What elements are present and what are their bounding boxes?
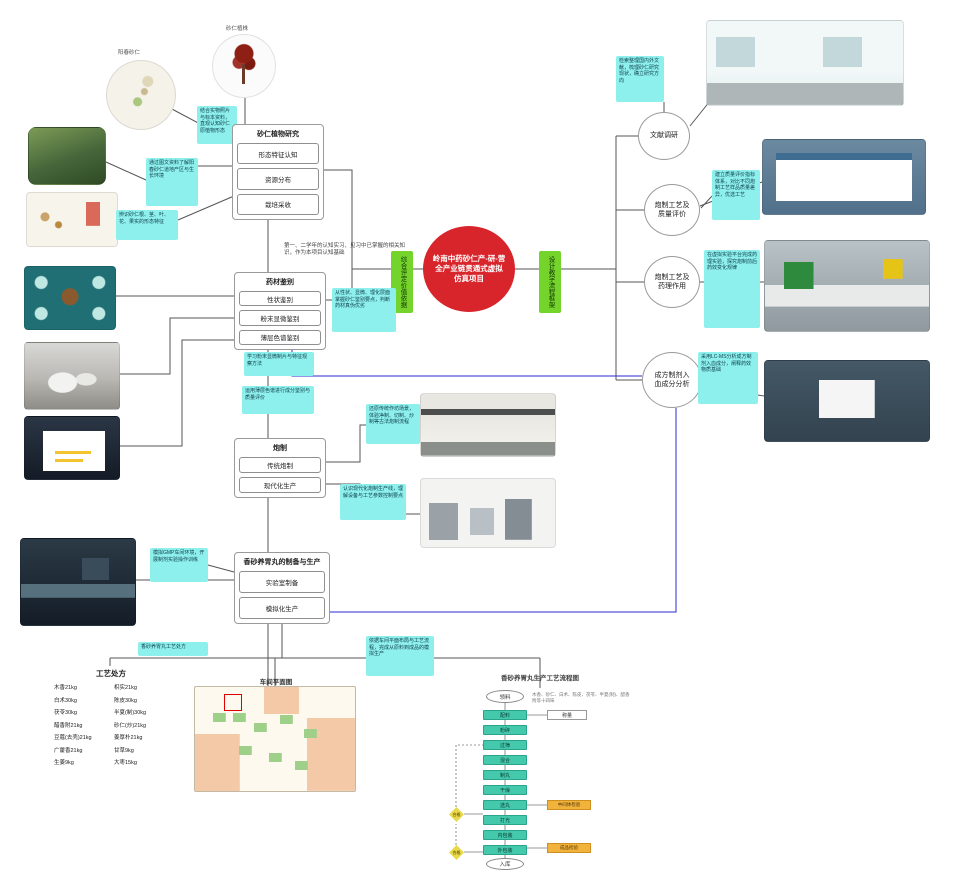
node-modern-production[interactable]: 现代化生产 bbox=[239, 477, 321, 493]
node-plant-morphology[interactable]: 形态特征认知 bbox=[237, 143, 319, 165]
note-plant-overview[interactable]: 结合实物照片与标本资料，直观认知砂仁原植物形态 bbox=[197, 106, 237, 144]
flow-step-hunhe: 混合 bbox=[483, 755, 527, 765]
photo-lab-operation[interactable] bbox=[24, 342, 120, 410]
flow-side-final-check: 成品检验 bbox=[547, 843, 591, 853]
flow-start: 领料 bbox=[486, 690, 524, 703]
node-macroscopic-id[interactable]: 性状鉴别 bbox=[239, 291, 321, 307]
formula-title: 工艺处方 bbox=[96, 669, 126, 678]
formula-cell: 木香21kg bbox=[54, 685, 77, 691]
formula-cell: 生姜9kg bbox=[54, 760, 74, 766]
flow-step-peiliao: 配料 bbox=[483, 710, 527, 720]
photo-analysis-screen[interactable] bbox=[764, 360, 930, 442]
plant-photo-label-a: 阳春砂仁 bbox=[118, 50, 141, 56]
formula-cell: 砂仁(炒)21kg bbox=[114, 722, 147, 729]
note-gmp-training[interactable]: 模拟GMP车间环境，开展制剂实验操作训练 bbox=[150, 548, 208, 582]
section-processing-title: 炮制 bbox=[273, 445, 287, 452]
flow-decision-1: 合格 bbox=[449, 807, 464, 822]
formula-cell: 广藿香21kg bbox=[54, 747, 83, 754]
note-microscopy[interactable]: 学习粉末显微制片与特征观察方法 bbox=[244, 352, 314, 376]
node-blood-component-analysis[interactable]: 成方制剂入 血成分分析 bbox=[642, 352, 702, 408]
floorplan-image[interactable] bbox=[194, 686, 356, 792]
note-workshop-simulation[interactable]: 依据车间平面布局与工艺流程，完成从原料到成品的模拟生产 bbox=[366, 636, 434, 676]
flowchart-ingredients-note: 木香、砂仁、白术、陈皮、茯苓、半夏(制)、醋香附等十四味 bbox=[532, 692, 630, 703]
photo-microscopy[interactable] bbox=[24, 266, 116, 330]
note-tlc[interactable]: 运用薄层色谱进行成分鉴别与质量评价 bbox=[242, 386, 314, 414]
formula-cell: 大枣15kg bbox=[114, 760, 137, 766]
hub-evaluation-basis[interactable]: 综合评定价值依据 bbox=[391, 251, 413, 313]
flow-step-ganzao: 干燥 bbox=[483, 785, 527, 795]
note-prerequisite: 第一、二学年的认知实习、见习中已掌握的相关知识，作为本项目认知基础 bbox=[284, 243, 406, 257]
note-modern-line[interactable]: 认识现代化炮制生产线，理解设备与工艺参数控制要点 bbox=[340, 484, 406, 520]
flowchart-image[interactable]: 香砂养胃丸生产工艺流程图 木香、砂仁、白术、陈皮、茯苓、半夏(制)、醋香附等十四… bbox=[440, 670, 640, 876]
section-plant-title: 砂仁植物研究 bbox=[257, 131, 299, 138]
note-formula[interactable]: 香砂养胃丸工艺处方 bbox=[138, 642, 208, 656]
note-traditional-workshop[interactable]: 还原传统作坊场景，体验净制、切制、炒制等古法炮制流程 bbox=[366, 404, 420, 444]
photo-data-table-screen[interactable] bbox=[762, 139, 926, 215]
photo-virtual-lab-scene[interactable] bbox=[764, 240, 930, 332]
flow-end: 入库 bbox=[486, 858, 524, 870]
flow-step-neibao: 内包装 bbox=[483, 830, 527, 840]
node-microscopic-id[interactable]: 粉末显微鉴别 bbox=[239, 310, 321, 326]
formula-table[interactable]: 工艺处方 木香21kg 枳实21kg 白术30kg 陈皮30kg 茯苓30kg … bbox=[52, 666, 170, 794]
formula-cell: 茯苓30kg bbox=[54, 710, 77, 716]
note-morphology[interactable]: 辨识砂仁根、茎、叶、花、果实的形态特征 bbox=[116, 210, 178, 240]
node-plant-cultivation[interactable]: 栽培采收 bbox=[237, 193, 319, 215]
node-literature-research[interactable]: 文献调研 bbox=[638, 112, 690, 160]
section-identification[interactable]: 药材鉴别 性状鉴别 粉末显微鉴别 薄层色谱鉴别 bbox=[234, 272, 326, 350]
floorplan-title: 车间平面图 bbox=[259, 679, 293, 686]
photo-herbarium-specimen[interactable] bbox=[26, 192, 118, 247]
formula-cell: 半夏(制)30kg bbox=[114, 710, 147, 716]
flow-side-intermediate-check: 中间体检验 bbox=[547, 800, 591, 810]
section-pill-title: 香砂养胃丸的制备与生产 bbox=[243, 559, 321, 566]
floorplan-highlight-box bbox=[223, 694, 242, 711]
note-pharmacology-experiment[interactable]: 在虚拟实验平台完成药理实验，探究炮制前后药效变化规律 bbox=[704, 250, 760, 328]
photo-traditional-workshop[interactable] bbox=[420, 393, 556, 457]
flow-step-fensui: 粉碎 bbox=[483, 725, 527, 735]
flow-step-zhiwan: 制丸 bbox=[483, 770, 527, 780]
formula-cell: 枳实21kg bbox=[114, 685, 137, 691]
flow-side-weighing: 称量 bbox=[547, 710, 587, 720]
formula-cell: 姜厚朴21kg bbox=[114, 735, 143, 741]
section-plant-research[interactable]: 砂仁植物研究 形态特征认知 资源分布 栽培采收 bbox=[232, 124, 324, 220]
note-habitat[interactable]: 通过图文资料了解阳春砂仁道地产区与生长环境 bbox=[146, 158, 198, 206]
note-lcms-analysis[interactable]: 采用LC-MS分析成方制剂入血成分，阐释药效物质基础 bbox=[698, 352, 758, 404]
note-identification[interactable]: 从性状、显微、理化层面掌握砂仁鉴别要点，判断药材真伪优劣 bbox=[332, 288, 396, 332]
node-quality-evaluation[interactable]: 炮制工艺及 质量评价 bbox=[644, 184, 700, 236]
central-topic[interactable]: 岭南中药砂仁产-研-营全产业链贯通式虚拟仿真项目 bbox=[423, 226, 515, 312]
photo-gmp-lab[interactable] bbox=[20, 538, 136, 626]
flow-step-waibao: 外包装 bbox=[483, 845, 527, 855]
formula-cell: 甘草9kg bbox=[114, 747, 134, 754]
formula-cell: 陈皮30kg bbox=[114, 697, 137, 704]
node-simulated-production[interactable]: 模拟化生产 bbox=[239, 597, 325, 619]
node-tlc-id[interactable]: 薄层色谱鉴别 bbox=[239, 329, 321, 345]
note-quality-system[interactable]: 建立质量评价指标体系，对比不同炮制工艺样品质量差异，优选工艺 bbox=[712, 170, 760, 220]
plant-photo-label-b: 砂仁植株 bbox=[226, 26, 249, 32]
flow-step-xuanwan: 选丸 bbox=[483, 800, 527, 810]
section-identification-title: 药材鉴别 bbox=[266, 279, 294, 286]
section-pill-production[interactable]: 香砂养胃丸的制备与生产 实验室制备 模拟化生产 bbox=[234, 552, 330, 624]
section-processing[interactable]: 炮制 传统炮制 现代化生产 bbox=[234, 438, 326, 498]
note-literature[interactable]: 检索整理国内外文献，梳理砂仁研究现状，确立研究方向 bbox=[616, 56, 664, 102]
formula-cell: 白术30kg bbox=[54, 697, 77, 704]
flow-step-guoshai: 过筛 bbox=[483, 740, 527, 750]
photo-planting-base[interactable] bbox=[28, 127, 106, 185]
photo-modern-equipment[interactable] bbox=[420, 478, 556, 548]
node-plant-resource[interactable]: 资源分布 bbox=[237, 168, 319, 190]
formula-cell: 醋香附21kg bbox=[54, 722, 83, 729]
photo-cleanroom-panorama[interactable] bbox=[706, 20, 904, 106]
flow-decision-2: 合格 bbox=[449, 845, 464, 860]
formula-grid: 木香21kg 枳实21kg 白术30kg 陈皮30kg 茯苓30kg 半夏(制)… bbox=[54, 683, 168, 766]
formula-cell: 豆蔻(去壳)21kg bbox=[54, 735, 92, 741]
node-traditional-processing[interactable]: 传统炮制 bbox=[239, 457, 321, 473]
photo-plant-sketch[interactable] bbox=[106, 60, 176, 130]
flow-step-daguang: 打光 bbox=[483, 815, 527, 825]
node-lab-preparation[interactable]: 实验室制备 bbox=[239, 571, 325, 593]
photo-software-screen[interactable] bbox=[24, 416, 120, 480]
photo-plant-flower[interactable] bbox=[212, 34, 276, 98]
node-pharmacology[interactable]: 炮制工艺及 药理作用 bbox=[644, 256, 700, 308]
flowchart-title: 香砂养胃丸生产工艺流程图 bbox=[501, 675, 579, 682]
hub-teaching-design[interactable]: 设计教学流程框架 bbox=[539, 251, 561, 313]
